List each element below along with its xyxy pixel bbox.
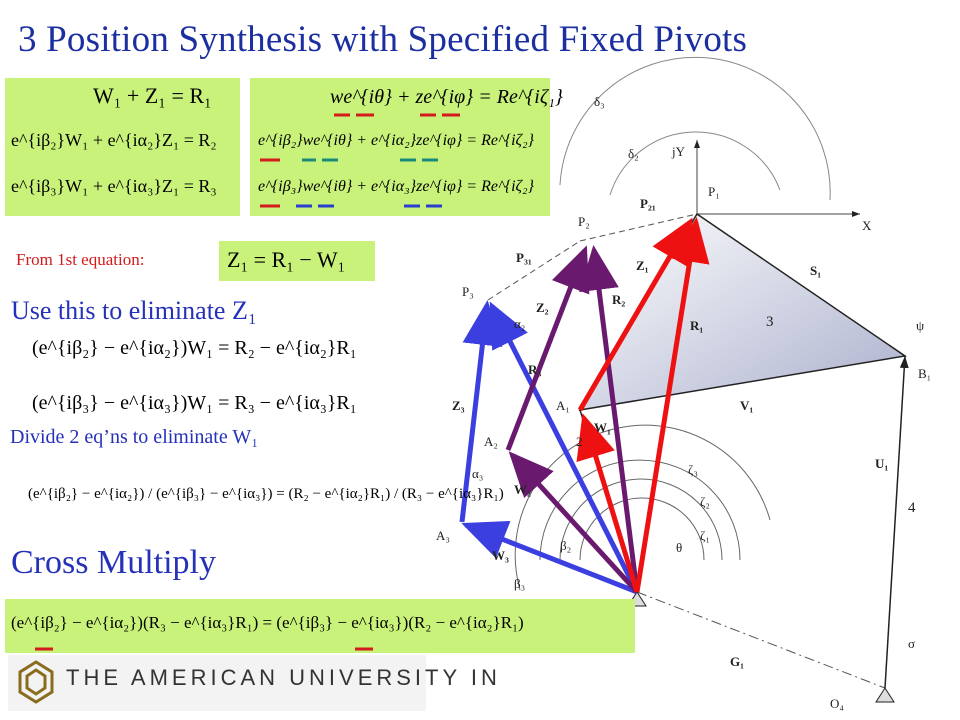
university-logo-text: THE AMERICAN UNIVERSITY IN (66, 665, 501, 690)
label-zeta2: ζ₂ (700, 494, 710, 509)
label-jy: jY (671, 144, 686, 159)
label-alpha3: α₃ (472, 466, 483, 481)
label-sigma: σ (908, 636, 915, 651)
label-psi: ψ (916, 318, 924, 333)
label-link-3: 3 (766, 314, 774, 330)
label-p2: P₂ (578, 214, 590, 229)
label-r2: R₂ (612, 292, 625, 307)
axes-at-p1 (694, 140, 860, 217)
label-beta3: β₃ (514, 576, 525, 591)
label-b1: B₁ (918, 366, 931, 381)
label-p3: P₃ (462, 284, 474, 299)
eliminated-equation-2: (e^{iβ₃} − e^{iα₃})W₁ = R₃ − e^{iα₃}R₁ (32, 392, 357, 414)
coupler-triangle (578, 212, 907, 412)
polar-equation-1: we^{iθ} + ze^{iφ} = Re^{iζ₁} (330, 86, 563, 108)
label-p21: P₂₁ (640, 196, 656, 211)
equation-box-polar-form: we^{iθ} + ze^{iφ} = Re^{iζ₁} e^{iβ₂}we^{… (250, 78, 563, 216)
cross-equation-underlines (35, 647, 373, 651)
use-this-heading: Use this to eliminate Z₁ (11, 296, 257, 325)
label-p31: P₃₁ (516, 250, 532, 265)
label-delta2: δ₂ (628, 146, 639, 161)
z1-substitution-box: Z₁ = R₁ − W₁ (219, 241, 375, 281)
ground-link (636, 591, 886, 689)
slide-title: 3 Position Synthesis with Specified Fixe… (18, 19, 748, 60)
label-zeta1: ζ₁ (700, 528, 710, 543)
label-z2: Z₂ (536, 300, 549, 315)
position-3-arrows (459, 300, 640, 595)
z1-substitution-equation: Z₁ = R₁ − W₁ (227, 247, 346, 272)
cross-multiply-equation-box: (e^{iβ₂} − e^{iα₂})(R₃ − e^{iα₃}R₁) = (e… (5, 599, 635, 653)
label-p1: P₁ (708, 184, 720, 199)
label-link-4: 4 (908, 500, 916, 516)
label-z3: Z₃ (452, 398, 465, 413)
ratio-equation: (e^{iβ₂} − e^{iα₂}) / (e^{iβ₃} − e^{iα₃}… (28, 486, 504, 502)
label-theta: θ (676, 540, 682, 555)
label-v1: V₁ (740, 398, 753, 413)
cross-multiply-equation: (e^{iβ₂} − e^{iα₂})(R₃ − e^{iα₃}R₁) = (e… (11, 613, 524, 632)
eliminated-equation-1: (e^{iβ₂} − e^{iα₂})W₁ = R₂ − e^{iα₂}R₁ (32, 337, 357, 359)
label-a2: A₂ (484, 434, 498, 449)
university-logo-band (8, 655, 426, 711)
university-logo-emblem (18, 660, 54, 704)
label-w1: W₁ (594, 420, 611, 435)
label-g1: G₁ (730, 654, 744, 669)
label-r1: R₁ (690, 318, 703, 333)
label-x: X (862, 218, 872, 233)
ground-pivot-o4 (875, 687, 895, 703)
cross-multiply-heading: Cross Multiply (11, 544, 216, 581)
vector-equation-1: W₁ + Z₁ = R₁ (93, 83, 212, 108)
position-1-arrows (576, 217, 710, 593)
polar-equation-3: e^{iβ₃}we^{iθ} + e^{iα₃}ze^{iφ} = Re^{iζ… (258, 178, 534, 195)
label-delta3: δ₃ (594, 94, 605, 109)
vector-equation-2: e^{iβ₂}W₁ + e^{iα₂}Z₁ = R₂ (11, 130, 217, 150)
label-w3: W₃ (492, 548, 509, 563)
label-z1: Z₁ (636, 258, 649, 273)
label-s1: S₁ (810, 263, 821, 278)
label-w2: W₂ (514, 482, 531, 497)
label-r3: R₃ (528, 362, 541, 377)
label-a1: A₁ (556, 398, 570, 413)
polar-equation-2: e^{iβ₂}we^{iθ} + e^{iα₂}ze^{iφ} = Re^{iζ… (258, 132, 534, 149)
label-alpha2: α₂ (514, 316, 525, 331)
link-u1 (884, 355, 909, 689)
diagram-labels: P₁ P₂ P₃ P₂₁ P₃₁ A₁ A₂ A₃ B₁ O₄ S₁ V₁ U₁… (436, 94, 931, 711)
label-u1: U₁ (875, 456, 888, 471)
label-beta2: β₂ (560, 538, 571, 553)
equation-box-vector-form: W₁ + Z₁ = R₁ e^{iβ₂}W₁ + e^{iα₂}Z₁ = R₂ … (5, 78, 240, 216)
position-2-arrows (505, 245, 640, 594)
vector-equation-3: e^{iβ₃}W₁ + e^{iα₃}Z₁ = R₃ (11, 176, 217, 196)
from-first-equation-label: From 1st equation: (16, 250, 145, 269)
label-o4: O₄ (830, 696, 844, 711)
equation-underlines (260, 113, 460, 208)
divide-heading: Divide 2 eq’ns to eliminate W₁ (10, 426, 259, 448)
label-a3: A₃ (436, 528, 450, 543)
label-zeta3: ζ₃ (688, 462, 698, 477)
angle-arcs-delta (559, 56, 831, 201)
label-link-2: 2 (576, 434, 583, 449)
